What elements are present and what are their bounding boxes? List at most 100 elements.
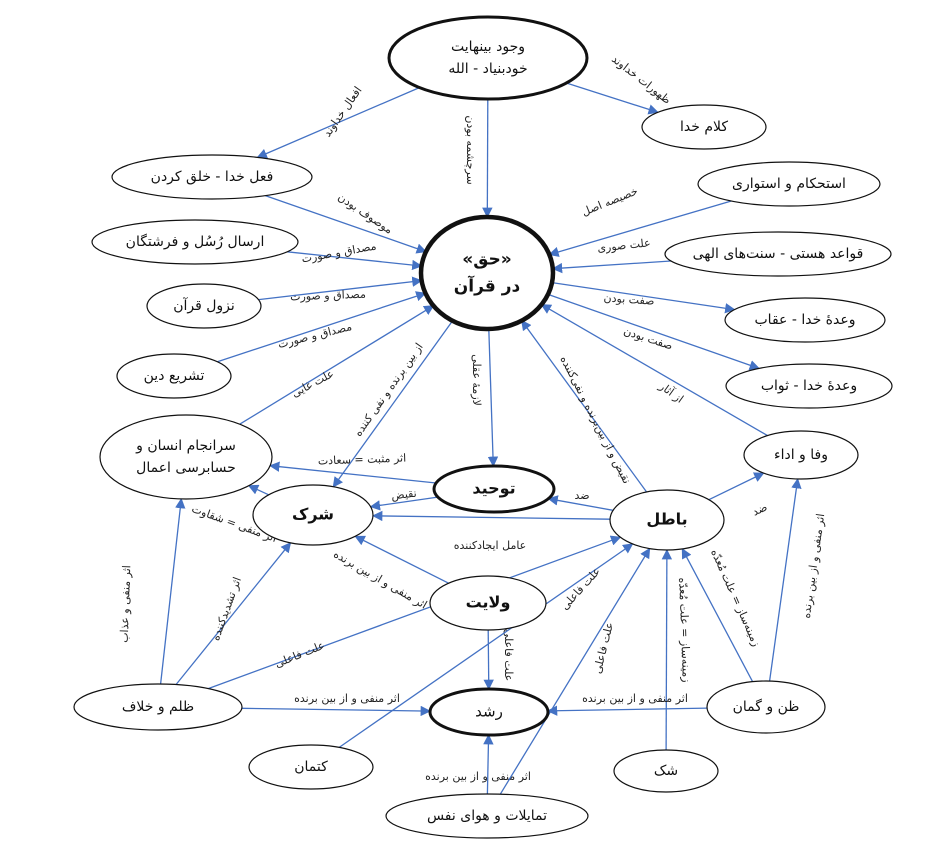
edge-arrow bbox=[241, 705, 432, 717]
edge-arrow bbox=[338, 543, 634, 748]
node-label: کلام خدا bbox=[680, 119, 728, 135]
edge-label: اثر مثبت = سعادت bbox=[318, 451, 407, 467]
node-label: خودبنیاد - الله bbox=[448, 61, 527, 77]
edge-arrow bbox=[258, 276, 423, 301]
edge-label: صفت بودن bbox=[622, 324, 674, 352]
node-label: کتمان bbox=[294, 759, 328, 775]
node-label: حسابرسی اعمال bbox=[136, 460, 236, 476]
edge-arrow bbox=[371, 510, 611, 522]
edge-label: نقیض bbox=[391, 487, 418, 503]
node-shirk: شرک bbox=[252, 484, 374, 546]
edge-nuzul_haqq: مصداق و صورت bbox=[258, 276, 423, 304]
node-shak: شک bbox=[613, 749, 719, 793]
node-label: وفا و اداء bbox=[774, 447, 828, 463]
edge-arrow bbox=[332, 320, 454, 488]
node-ellipse bbox=[613, 749, 719, 793]
edge-arrow bbox=[247, 484, 269, 496]
edge-arrow bbox=[239, 305, 435, 425]
edge-arrow bbox=[540, 304, 768, 437]
edge-arrow bbox=[175, 541, 292, 685]
edge-zann_vafa: اثر منفی و از بین برنده bbox=[768, 477, 828, 682]
node-ellipse bbox=[706, 680, 826, 734]
node-ellipse bbox=[725, 363, 893, 409]
edge-label: مصداق و صورت bbox=[300, 240, 377, 266]
edge-arrow bbox=[708, 472, 765, 501]
edge-label: علت فاعلی bbox=[273, 639, 327, 671]
node-ellipse bbox=[99, 414, 273, 500]
node-label: ظلم و خلاف bbox=[122, 699, 194, 715]
node-ellipse bbox=[697, 161, 881, 207]
edge-velayat_roshd: علت فاعلی bbox=[483, 629, 515, 691]
edge-batil_vafa: ضد bbox=[708, 472, 769, 519]
edge-zolm_saranjam: اثر منفی و عذاب bbox=[118, 497, 186, 685]
edge-shak_batil: زمینه‌ساز = علت مُعدّه bbox=[661, 548, 693, 751]
node-label: باطل bbox=[646, 510, 687, 529]
node-label: شک bbox=[654, 763, 678, 779]
edge-label: اثر تشدیدکننده bbox=[209, 575, 244, 642]
node-velayat: ولایت bbox=[429, 575, 547, 631]
edge-label: مصداق و صورت bbox=[290, 288, 366, 304]
node-tawhid: توحید bbox=[432, 464, 556, 514]
node-ellipse bbox=[252, 484, 374, 546]
edge-zann_batil: زمینه‌ساز = علت مُعدّه bbox=[681, 547, 763, 683]
edge-arrow bbox=[207, 535, 622, 690]
node-roshd: رشد bbox=[428, 687, 550, 737]
node-label: فعل خدا - خلق کردن bbox=[151, 169, 274, 185]
edge-label: علت فاعلی bbox=[591, 621, 616, 675]
edge-label: افعال خداوند bbox=[321, 84, 365, 139]
edge-arrow bbox=[551, 260, 671, 274]
edge-haqq_iqab: صفت بودن bbox=[551, 281, 736, 314]
node-label: در قرآن bbox=[454, 275, 521, 297]
edge-arrow bbox=[482, 98, 493, 219]
node-batil: باطل bbox=[609, 489, 725, 551]
edge-label: ضد bbox=[750, 500, 769, 518]
edge-zolm_shirk: اثر تشدیدکننده bbox=[175, 541, 292, 685]
edge-arrow bbox=[265, 194, 427, 254]
node-label: ولایت bbox=[466, 593, 511, 612]
node-saranjam: سرانجام انسان و حسابرسی اعمال bbox=[99, 414, 273, 500]
edge-arrow bbox=[548, 200, 732, 257]
edge-label: اثر منفی و از بین برنده bbox=[331, 547, 429, 611]
edge-arrow bbox=[499, 547, 651, 795]
node-ellipse bbox=[432, 464, 556, 514]
edge-wujud_haqq: سرچشمه بودن bbox=[464, 98, 493, 219]
edge-label: علت فاعلی bbox=[558, 565, 603, 613]
node-ellipse bbox=[641, 104, 767, 150]
edge-wujud_fel: افعال خداوند bbox=[256, 84, 420, 159]
edge-qavaed_haqq: علت صوری bbox=[551, 236, 671, 274]
edge-label: اثر منفی و از بین برنده bbox=[425, 770, 531, 783]
node-label: رشد bbox=[475, 703, 503, 721]
edge-haqq_tawhid: لازمهٔ عقلی bbox=[470, 328, 499, 468]
edge-label: ظهورات خداوند bbox=[609, 52, 674, 106]
edge-arrow bbox=[369, 496, 438, 511]
edge-arrow bbox=[566, 82, 659, 115]
node-zolm: ظلم و خلاف bbox=[73, 683, 243, 731]
node-label: سرانجام انسان و bbox=[135, 438, 236, 454]
edge-label: اثر منفی و از بین برنده bbox=[800, 513, 828, 620]
node-fel: فعل خدا - خلق کردن bbox=[111, 154, 313, 200]
edge-label: زمینه‌ساز = علت مُعدّه bbox=[676, 577, 693, 682]
edge-label: اثر منفی و از بین برنده bbox=[582, 692, 688, 705]
node-vafa: وفا و اداء bbox=[743, 430, 859, 480]
node-ellipse bbox=[248, 744, 374, 790]
edge-arrow bbox=[546, 705, 708, 716]
node-ellipse bbox=[385, 793, 589, 839]
edge-tawhid_saranjam: اثر مثبت = سعادت bbox=[269, 451, 437, 484]
node-label: وجود بینهایت bbox=[451, 39, 525, 55]
node-ersal: ارسال رُسُل و فرشتگان bbox=[91, 219, 299, 265]
edge-arrow bbox=[483, 629, 494, 691]
node-label: توحید bbox=[472, 479, 515, 498]
node-wujud: وجود بینهایت خودبنیاد - الله bbox=[387, 15, 589, 101]
edge-label: موصوف بودن bbox=[335, 191, 395, 237]
edge-arrow bbox=[483, 733, 494, 795]
node-qavaed: قواعد هستی - سنت‌های الهی bbox=[664, 231, 892, 277]
node-label: «حق» bbox=[462, 249, 512, 269]
node-savab: وعدهٔ خدا - ثواب bbox=[725, 363, 893, 409]
edge-zann_roshd: اثر منفی و از بین برنده bbox=[546, 692, 708, 716]
edge-label: لازمهٔ عقلی bbox=[470, 354, 483, 406]
node-kalam: کلام خدا bbox=[641, 104, 767, 150]
edge-tawhid_shirk: نقیض bbox=[369, 487, 438, 511]
node-haqq: «حق» در قرآن bbox=[418, 214, 556, 332]
